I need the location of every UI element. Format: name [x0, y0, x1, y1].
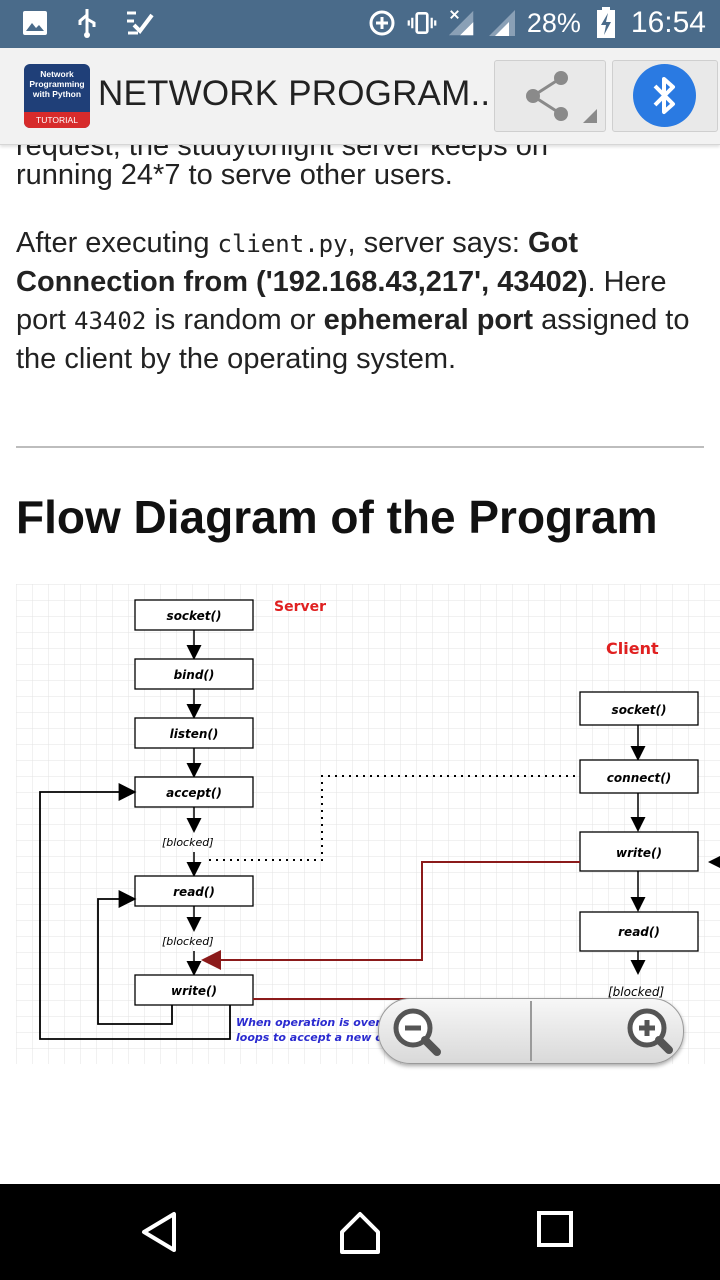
- step-label: write(): [171, 984, 217, 998]
- app-title: NETWORK PROGRAM..: [98, 74, 491, 113]
- text: . Here port: [16, 266, 667, 336]
- app-logo: Network Programming with Python TUTORIAL: [24, 64, 90, 128]
- blocked-label: [blocked]: [162, 935, 214, 948]
- app-bar: Network Programming with Python TUTORIAL…: [0, 48, 720, 145]
- battery-percent: 28%: [526, 7, 581, 38]
- bold-text: ephemeral port: [323, 304, 534, 336]
- server-step-bind: bind(): [134, 658, 254, 690]
- server-step-listen: listen(): [134, 717, 254, 749]
- vibrate-icon: [407, 8, 437, 38]
- home-button[interactable]: [336, 1208, 384, 1256]
- zoom-control: [378, 998, 684, 1064]
- back-button[interactable]: [136, 1208, 184, 1256]
- step-label: write(): [616, 846, 662, 860]
- bold-text: Got Connection from ('192.168.43,217', 4…: [16, 227, 588, 298]
- step-label: bind(): [174, 668, 215, 682]
- client-step-socket: socket(): [579, 691, 699, 726]
- step-label: read(): [173, 885, 215, 899]
- clock: 16:54: [630, 6, 706, 39]
- text: is random or: [146, 304, 324, 336]
- zoom-separator: [530, 1001, 532, 1061]
- signal-icon: [487, 8, 517, 38]
- status-bar: 28% 16:54: [0, 0, 720, 48]
- logo-line-1: Network: [40, 69, 74, 79]
- client-step-write: write(): [579, 831, 699, 872]
- image-icon: [20, 8, 50, 38]
- bluetooth-button[interactable]: [612, 60, 718, 132]
- paragraph-1: running 24*7 to serve other users.: [16, 159, 453, 191]
- text: After executing: [16, 227, 218, 259]
- article-content: request, the studytonight server keeps o…: [0, 144, 720, 1184]
- blocked-label: [blocked]: [608, 985, 665, 999]
- note-line-2: loops to accept a new co: [236, 1031, 390, 1044]
- section-heading: Flow Diagram of the Program: [16, 491, 658, 543]
- paragraph-2: After executing client.py, server says: …: [16, 224, 706, 378]
- share-button[interactable]: [494, 60, 606, 132]
- data-saver-icon: [367, 8, 397, 38]
- logo-line-3: with Python: [32, 89, 82, 99]
- text: assigned to the client by the operating …: [16, 304, 690, 375]
- step-label: read(): [618, 925, 660, 939]
- usb-icon: [72, 8, 102, 38]
- client-step-read: read(): [579, 911, 699, 952]
- divider: [16, 446, 704, 448]
- zoom-out-icon: [393, 1008, 441, 1056]
- step-label: accept(): [166, 786, 222, 800]
- server-step-socket: socket(): [134, 599, 254, 631]
- client-step-connect: connect(): [579, 759, 699, 794]
- logo-line-2: Programming: [29, 79, 85, 89]
- zoom-in-button[interactable]: [532, 999, 682, 1063]
- step-label: listen(): [170, 727, 219, 741]
- navigation-bar: [0, 1184, 720, 1280]
- recents-icon: [537, 1211, 573, 1247]
- server-step-write: write(): [134, 974, 254, 1006]
- inline-code: 43402: [74, 307, 147, 335]
- server-step-accept: accept(): [134, 776, 254, 808]
- bluetooth-icon: [653, 77, 675, 114]
- blocked-label: [blocked]: [162, 836, 214, 849]
- logo-badge: TUTORIAL: [24, 112, 90, 128]
- recents-button[interactable]: [534, 1208, 582, 1256]
- server-label: Server: [274, 599, 326, 615]
- inline-code: client.py: [217, 230, 348, 258]
- zoom-out-button[interactable]: [379, 999, 529, 1063]
- step-label: socket(): [167, 609, 222, 623]
- share-icon: [526, 71, 597, 123]
- client-label: Client: [606, 639, 659, 658]
- flow-diagram: Server Client socket() bind() listen() a…: [16, 584, 720, 1064]
- check-list-icon: [124, 8, 154, 38]
- text: , server says:: [347, 227, 529, 259]
- back-icon: [142, 1212, 176, 1252]
- server-step-read: read(): [134, 875, 254, 907]
- battery-charging-icon: [591, 7, 621, 38]
- cut-off-text: request, the studytonight server keeps o…: [16, 144, 548, 162]
- home-icon: [340, 1212, 380, 1254]
- step-label: connect(): [607, 771, 671, 785]
- zoom-in-icon: [627, 1008, 673, 1054]
- signal-x-icon: [447, 8, 477, 38]
- note-line-1: When operation is over, s: [236, 1016, 394, 1029]
- step-label: socket(): [612, 703, 667, 717]
